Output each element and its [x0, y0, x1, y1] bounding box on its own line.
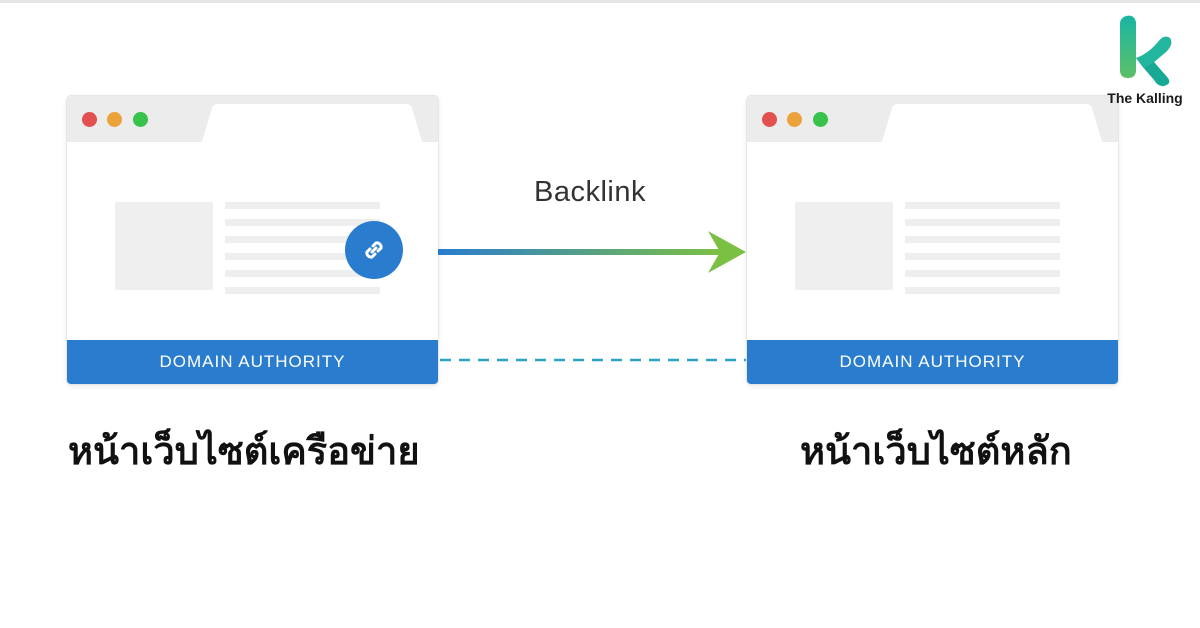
- maximize-dot-icon: [813, 112, 828, 127]
- main-site-caption: หน้าเว็บไซต์หลัก: [800, 429, 1072, 473]
- content-text-lines: [905, 202, 1060, 304]
- domain-authority-dashed-connector: [440, 358, 746, 362]
- top-divider: [0, 0, 1200, 3]
- main-site-browser: DOMAIN AUTHORITY: [747, 96, 1118, 384]
- browser-tab: [882, 104, 1102, 142]
- browser-titlebar: [747, 96, 1118, 142]
- close-dot-icon: [82, 112, 97, 127]
- minimize-dot-icon: [787, 112, 802, 127]
- domain-authority-bar: DOMAIN AUTHORITY: [67, 340, 438, 384]
- backlink-label: Backlink: [534, 176, 646, 208]
- minimize-dot-icon: [107, 112, 122, 127]
- content-text-lines: [225, 202, 380, 304]
- kalling-logo-icon: [1120, 15, 1172, 87]
- link-icon: [345, 221, 403, 279]
- backlink-arrow-icon: [438, 231, 746, 273]
- browser-tab: [202, 104, 422, 142]
- logo-text: The Kalling: [1107, 90, 1183, 106]
- maximize-dot-icon: [133, 112, 148, 127]
- close-dot-icon: [762, 112, 777, 127]
- content-image-placeholder: [795, 202, 893, 290]
- domain-authority-bar: DOMAIN AUTHORITY: [747, 340, 1118, 384]
- browser-titlebar: [67, 96, 438, 142]
- content-image-placeholder: [115, 202, 213, 290]
- network-site-caption: หน้าเว็บไซต์เครือข่าย: [68, 429, 420, 473]
- the-kalling-logo: The Kalling: [1100, 14, 1190, 110]
